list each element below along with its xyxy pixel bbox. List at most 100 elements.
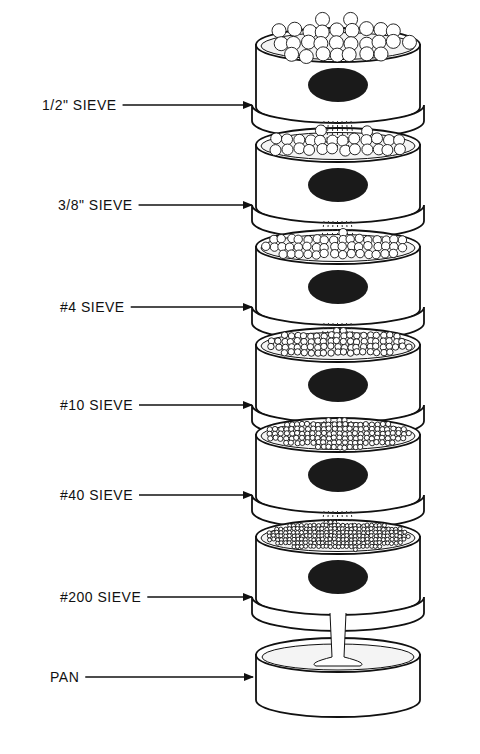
sieve-tag (308, 368, 368, 402)
grain (387, 332, 393, 338)
grain (361, 332, 367, 338)
grain (272, 537, 276, 541)
grain (347, 332, 353, 338)
grain (315, 125, 326, 136)
grain (287, 541, 291, 545)
grain (279, 541, 283, 545)
grain (373, 544, 377, 548)
grain (358, 444, 363, 449)
grain (373, 349, 379, 355)
grain (300, 440, 305, 445)
grain (330, 23, 344, 37)
sieve-label: #200 SIEVE (60, 589, 141, 605)
sieve-tag (308, 68, 368, 102)
grain (385, 431, 390, 436)
sieve-inner-rim (261, 423, 415, 450)
grain (362, 144, 373, 155)
grain (345, 545, 349, 549)
grain (354, 349, 360, 355)
grain (398, 244, 406, 252)
grain (396, 436, 401, 441)
grain (279, 250, 287, 258)
sieve-tag (308, 560, 368, 594)
sieve-inner-rim (261, 333, 415, 360)
falling-grains (320, 511, 324, 541)
grain (349, 530, 353, 534)
grain (268, 538, 272, 542)
grain (294, 337, 300, 343)
grain (336, 440, 341, 445)
grain (339, 251, 347, 259)
grain (403, 530, 407, 534)
grain (337, 422, 342, 427)
grain (381, 250, 389, 258)
grain (299, 435, 304, 440)
grain (354, 333, 360, 339)
grain (348, 435, 353, 440)
grain (292, 537, 296, 541)
pan (256, 613, 420, 717)
grain (398, 236, 406, 244)
grain (367, 349, 373, 355)
grain (300, 545, 304, 549)
grain (313, 534, 317, 538)
grain (332, 426, 337, 431)
grain (360, 349, 366, 355)
grain (384, 135, 395, 146)
grain (326, 436, 331, 441)
grain (284, 431, 289, 436)
sieve-label: #40 SIEVE (60, 487, 133, 503)
leader-arrow (139, 204, 252, 206)
grain (276, 344, 282, 350)
grain (360, 22, 374, 36)
grain (282, 134, 293, 145)
grain (281, 332, 287, 338)
sieve-rim (256, 328, 420, 362)
falling-grains (347, 121, 349, 149)
grain (288, 333, 294, 339)
grain (294, 143, 305, 154)
grain (294, 435, 299, 440)
sieve-inner-rim (261, 525, 415, 552)
grain (303, 242, 311, 250)
grain (333, 527, 337, 531)
grain (320, 527, 324, 531)
grain (337, 545, 341, 549)
falling-fines (314, 613, 362, 666)
grain (295, 527, 299, 531)
grain (302, 35, 316, 49)
grain (374, 47, 388, 61)
grain (399, 343, 405, 349)
grain (321, 343, 327, 349)
grain (386, 421, 391, 426)
grain (304, 421, 309, 426)
grain (382, 523, 386, 527)
grain (328, 343, 334, 349)
grain (268, 343, 274, 349)
grain (394, 537, 398, 541)
grain (327, 143, 338, 154)
grain (312, 544, 316, 548)
grain (398, 541, 402, 545)
grain (372, 250, 380, 258)
grain (278, 436, 283, 441)
grain (299, 421, 304, 426)
grain (278, 431, 283, 436)
grain (342, 48, 356, 62)
grain (331, 444, 336, 449)
grain (277, 235, 285, 243)
grain (401, 427, 406, 432)
grain (377, 541, 381, 545)
grain (287, 250, 295, 258)
grain (352, 431, 357, 436)
grain (356, 249, 364, 257)
grain (310, 435, 315, 440)
grain (324, 544, 328, 548)
grain (374, 23, 388, 37)
grain (329, 36, 343, 50)
grain (272, 24, 286, 38)
grain (361, 544, 365, 548)
grain (373, 343, 379, 349)
